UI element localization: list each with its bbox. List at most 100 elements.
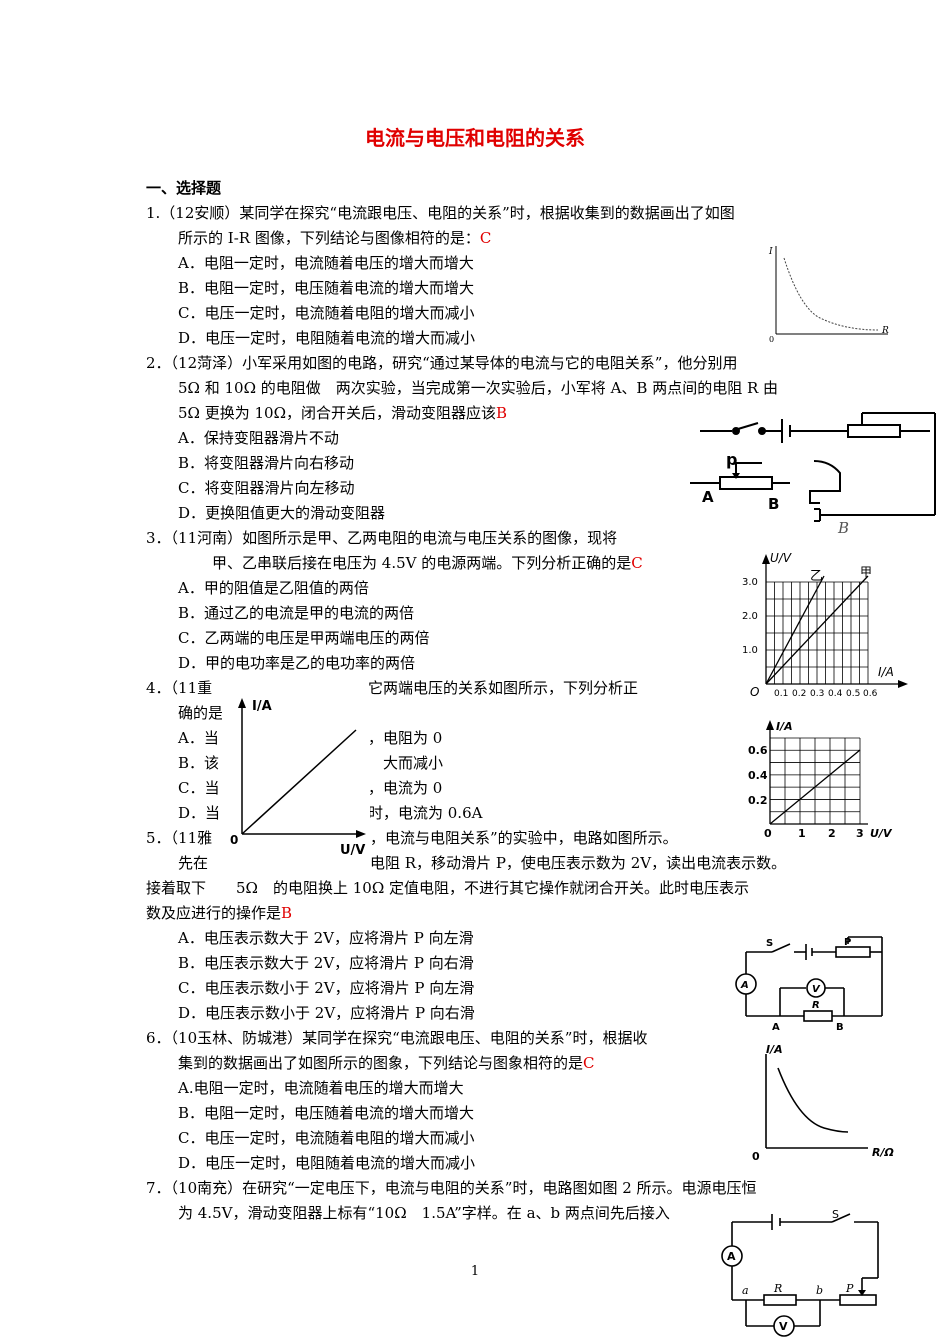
figure-q4-graph: I/A U/V 0 — [222, 694, 370, 862]
q1-y-label: I — [768, 247, 773, 257]
q5-origin: 0 — [764, 827, 772, 840]
q5-xtick: 1 — [798, 827, 806, 840]
q5-ytick: 0.6 — [748, 744, 768, 757]
q4-option-d-start: D．当 — [178, 804, 221, 822]
q5-line3: 接着取下 5Ω 的电阻换上 10Ω 定值电阻，不进行其它操作就闭合开关。此时电压… — [146, 879, 750, 897]
q2-line3: 5Ω 更换为 10Ω，闭合开关后，滑动变阻器应该B — [178, 404, 508, 422]
q5-line2-start: 先在 — [178, 854, 209, 872]
q5-option-b: B．电压表示数大于 2V，应将滑片 P 向右滑 — [178, 954, 474, 972]
q5-line1-start: 5．（11雅 — [146, 829, 213, 847]
q6-line1: 6．（10玉林、防城港）某同学在探究“电流跟电压、电阻的关系”时，根据收 — [146, 1029, 648, 1047]
q7-resistor-r: R — [773, 1282, 782, 1295]
voltmeter-icon: V — [779, 1320, 788, 1333]
q3-option-b: B．通过乙的电流是甲的电流的两倍 — [178, 604, 415, 622]
q6-origin: 0 — [752, 1150, 760, 1163]
q4-option-c-end: ，电流为 0 — [368, 779, 443, 797]
q4-line1-end: 它两端电压的关系如图所示，下列分析正 — [368, 679, 639, 697]
q4-line1-start: 4．（11重 — [146, 679, 213, 697]
q2-slider-p: p — [726, 450, 737, 469]
q3-option-a: A．甲的阻值是乙阻值的两倍 — [178, 579, 369, 597]
q2-terminal-b: B — [837, 519, 849, 537]
q1-option-c: C．电压一定时，电流随着电阻的增大而减小 — [178, 304, 475, 322]
q5-y-label: I/A — [776, 720, 793, 733]
q6-y-label: I/A — [766, 1043, 783, 1056]
q7-line1: 7．（10南充）在研究“一定电压下，电流与电阻的关系”时，电路图如图 2 所示。… — [146, 1179, 757, 1197]
q6-x-label: R/Ω — [872, 1146, 894, 1159]
ammeter-icon: A — [727, 1250, 736, 1263]
q3-origin: O — [750, 685, 759, 698]
q6-option-d: D．电压一定时，电阻随着电流的增大而减小 — [178, 1154, 476, 1172]
q3-ytick: 2.0 — [742, 611, 758, 622]
q2-option-d: D．更换阻值更大的滑动变阻器 — [178, 504, 386, 522]
q5-switch-s: S — [766, 938, 773, 949]
q2-line1: 2．（12菏泽）小军采用如图的电路，研究“通过某导体的电流与它的电阻关系”，他分… — [146, 354, 738, 372]
q2-option-c: C．将变阻器滑片向左移动 — [178, 479, 355, 497]
q5-line4: 数及应进行的操作是B — [146, 904, 293, 922]
q1-line2: 所示的 I-R 图像，下列结论与图像相符的是：C — [178, 229, 492, 247]
q5-ytick: 0.4 — [748, 769, 768, 782]
q5-resistor-r: R — [812, 1000, 820, 1011]
q3-y-label: U/V — [770, 551, 792, 565]
q4-option-a-end: ，电阻为 0 — [368, 729, 443, 747]
q3-xtick: 0.5 — [846, 689, 860, 698]
q1-option-d: D．电压一定时，电阻随着电流的增大而减小 — [178, 329, 476, 347]
q5-xtick: 3 — [856, 827, 864, 840]
q3-line1: 3．（11河南）如图所示是甲、乙两电阻的电流与电压关系的图像，现将 — [146, 529, 618, 547]
q6-option-b: B．电阻一定时，电压随着电流的增大而增大 — [178, 1104, 475, 1122]
q5-xtick: 2 — [828, 827, 836, 840]
ammeter-icon: A — [740, 980, 749, 991]
q3-xtick: 0.1 — [774, 689, 788, 698]
q3-answer: C — [631, 554, 643, 572]
q3-option-d: D．甲的电功率是乙的电功率的两倍 — [178, 654, 416, 672]
q2-option-b: B．将变阻器滑片向右移动 — [178, 454, 355, 472]
q2-option-a: A．保持变阻器滑片不动 — [178, 429, 339, 447]
q5-answer: B — [281, 904, 293, 922]
q6-line2: 集到的数据画出了如图所示的图象，下列结论与图象相符的是C — [178, 1054, 595, 1072]
q5-line2-end: 电阻 R，移动滑片 P，使电压表示数为 2V，读出电流表示数。 — [370, 854, 787, 872]
q3-xtick: 0.3 — [810, 689, 824, 698]
q4-option-b-start: B．该 — [178, 754, 220, 772]
figure-q5-circuit: S P A V R A B — [732, 932, 892, 1032]
q6-option-c: C．电压一定时，电流随着电阻的增大而减小 — [178, 1129, 475, 1147]
q6-answer: C — [583, 1054, 595, 1072]
q3-xtick: 0.6 — [863, 689, 878, 698]
q3-line2: 甲、乙串联后接在电压为 4.5V 的电源两端。下列分析正确的是C — [212, 554, 643, 572]
page-number: 1 — [470, 1264, 480, 1279]
q5-option-d: D．电压表示数小于 2V，应将滑片 P 向右滑 — [178, 1004, 475, 1022]
q7-line2: 为 4.5V，滑动变阻器上标有“10Ω 1.5A”字样。在 a、b 两点间先后接… — [178, 1204, 670, 1222]
q5-point-a: A — [772, 1022, 780, 1032]
voltmeter-icon: V — [812, 984, 821, 995]
q2-line2: 5Ω 和 10Ω 的电阻做 两次实验，当完成第一次实验后，小军将 A、B 两点间… — [178, 379, 779, 397]
figure-q5-graph: I/A U/V 0 0.2 0.4 0.6 1 2 3 — [742, 716, 902, 842]
q3-series-yi: 乙 — [810, 569, 823, 584]
q5-point-b: B — [836, 1022, 844, 1032]
q4-option-d-end: 时，电流为 0.6A — [368, 804, 483, 822]
q5-option-c: C．电压表示数小于 2V，应将滑片 P 向左滑 — [178, 979, 475, 997]
q1-origin: 0 — [769, 335, 774, 344]
q1-option-a: A．电阻一定时，电流随着电压的增大而增大 — [178, 254, 474, 272]
q5-option-a: A．电压表示数大于 2V，应将滑片 P 向左滑 — [178, 929, 474, 947]
q3-x-label: I/A — [878, 665, 894, 679]
q5-x-label: U/V — [870, 827, 893, 840]
q3-xtick: 0.4 — [828, 689, 843, 698]
figure-q1-graph: I R 0 — [760, 238, 900, 348]
q3-series-jia: 甲 — [860, 565, 872, 579]
q1-x-label: R — [881, 326, 889, 336]
section-heading: 一、选择题 — [146, 179, 222, 197]
figure-q3-graph: U/V I/A O 乙 甲 1.0 2.0 3.0 0.1 0.2 0.3 0.… — [738, 546, 913, 698]
q5-ytick: 0.2 — [748, 794, 768, 807]
q7-point-a: a — [742, 1284, 749, 1297]
q4-option-b-end: 大而减小 — [383, 754, 444, 772]
figure-q7-circuit: S A a R b P V — [712, 1206, 892, 1342]
q3-option-c: C．乙两端的电压是甲两端电压的两倍 — [178, 629, 430, 647]
q5-slider-p: P — [844, 937, 851, 948]
q4-option-c-start: C．当 — [178, 779, 220, 797]
q2-answer: B — [496, 404, 508, 422]
q7-slider-p: P — [845, 1282, 854, 1295]
q4-origin: 0 — [230, 833, 238, 847]
q1-option-b: B．电阻一定时，电压随着电流的增大而增大 — [178, 279, 475, 297]
q3-ytick: 1.0 — [742, 645, 758, 656]
q7-point-b: b — [816, 1284, 823, 1297]
page-title: 电流与电压和电阻的关系 — [365, 126, 585, 150]
q4-x-label: U/V — [340, 843, 365, 858]
